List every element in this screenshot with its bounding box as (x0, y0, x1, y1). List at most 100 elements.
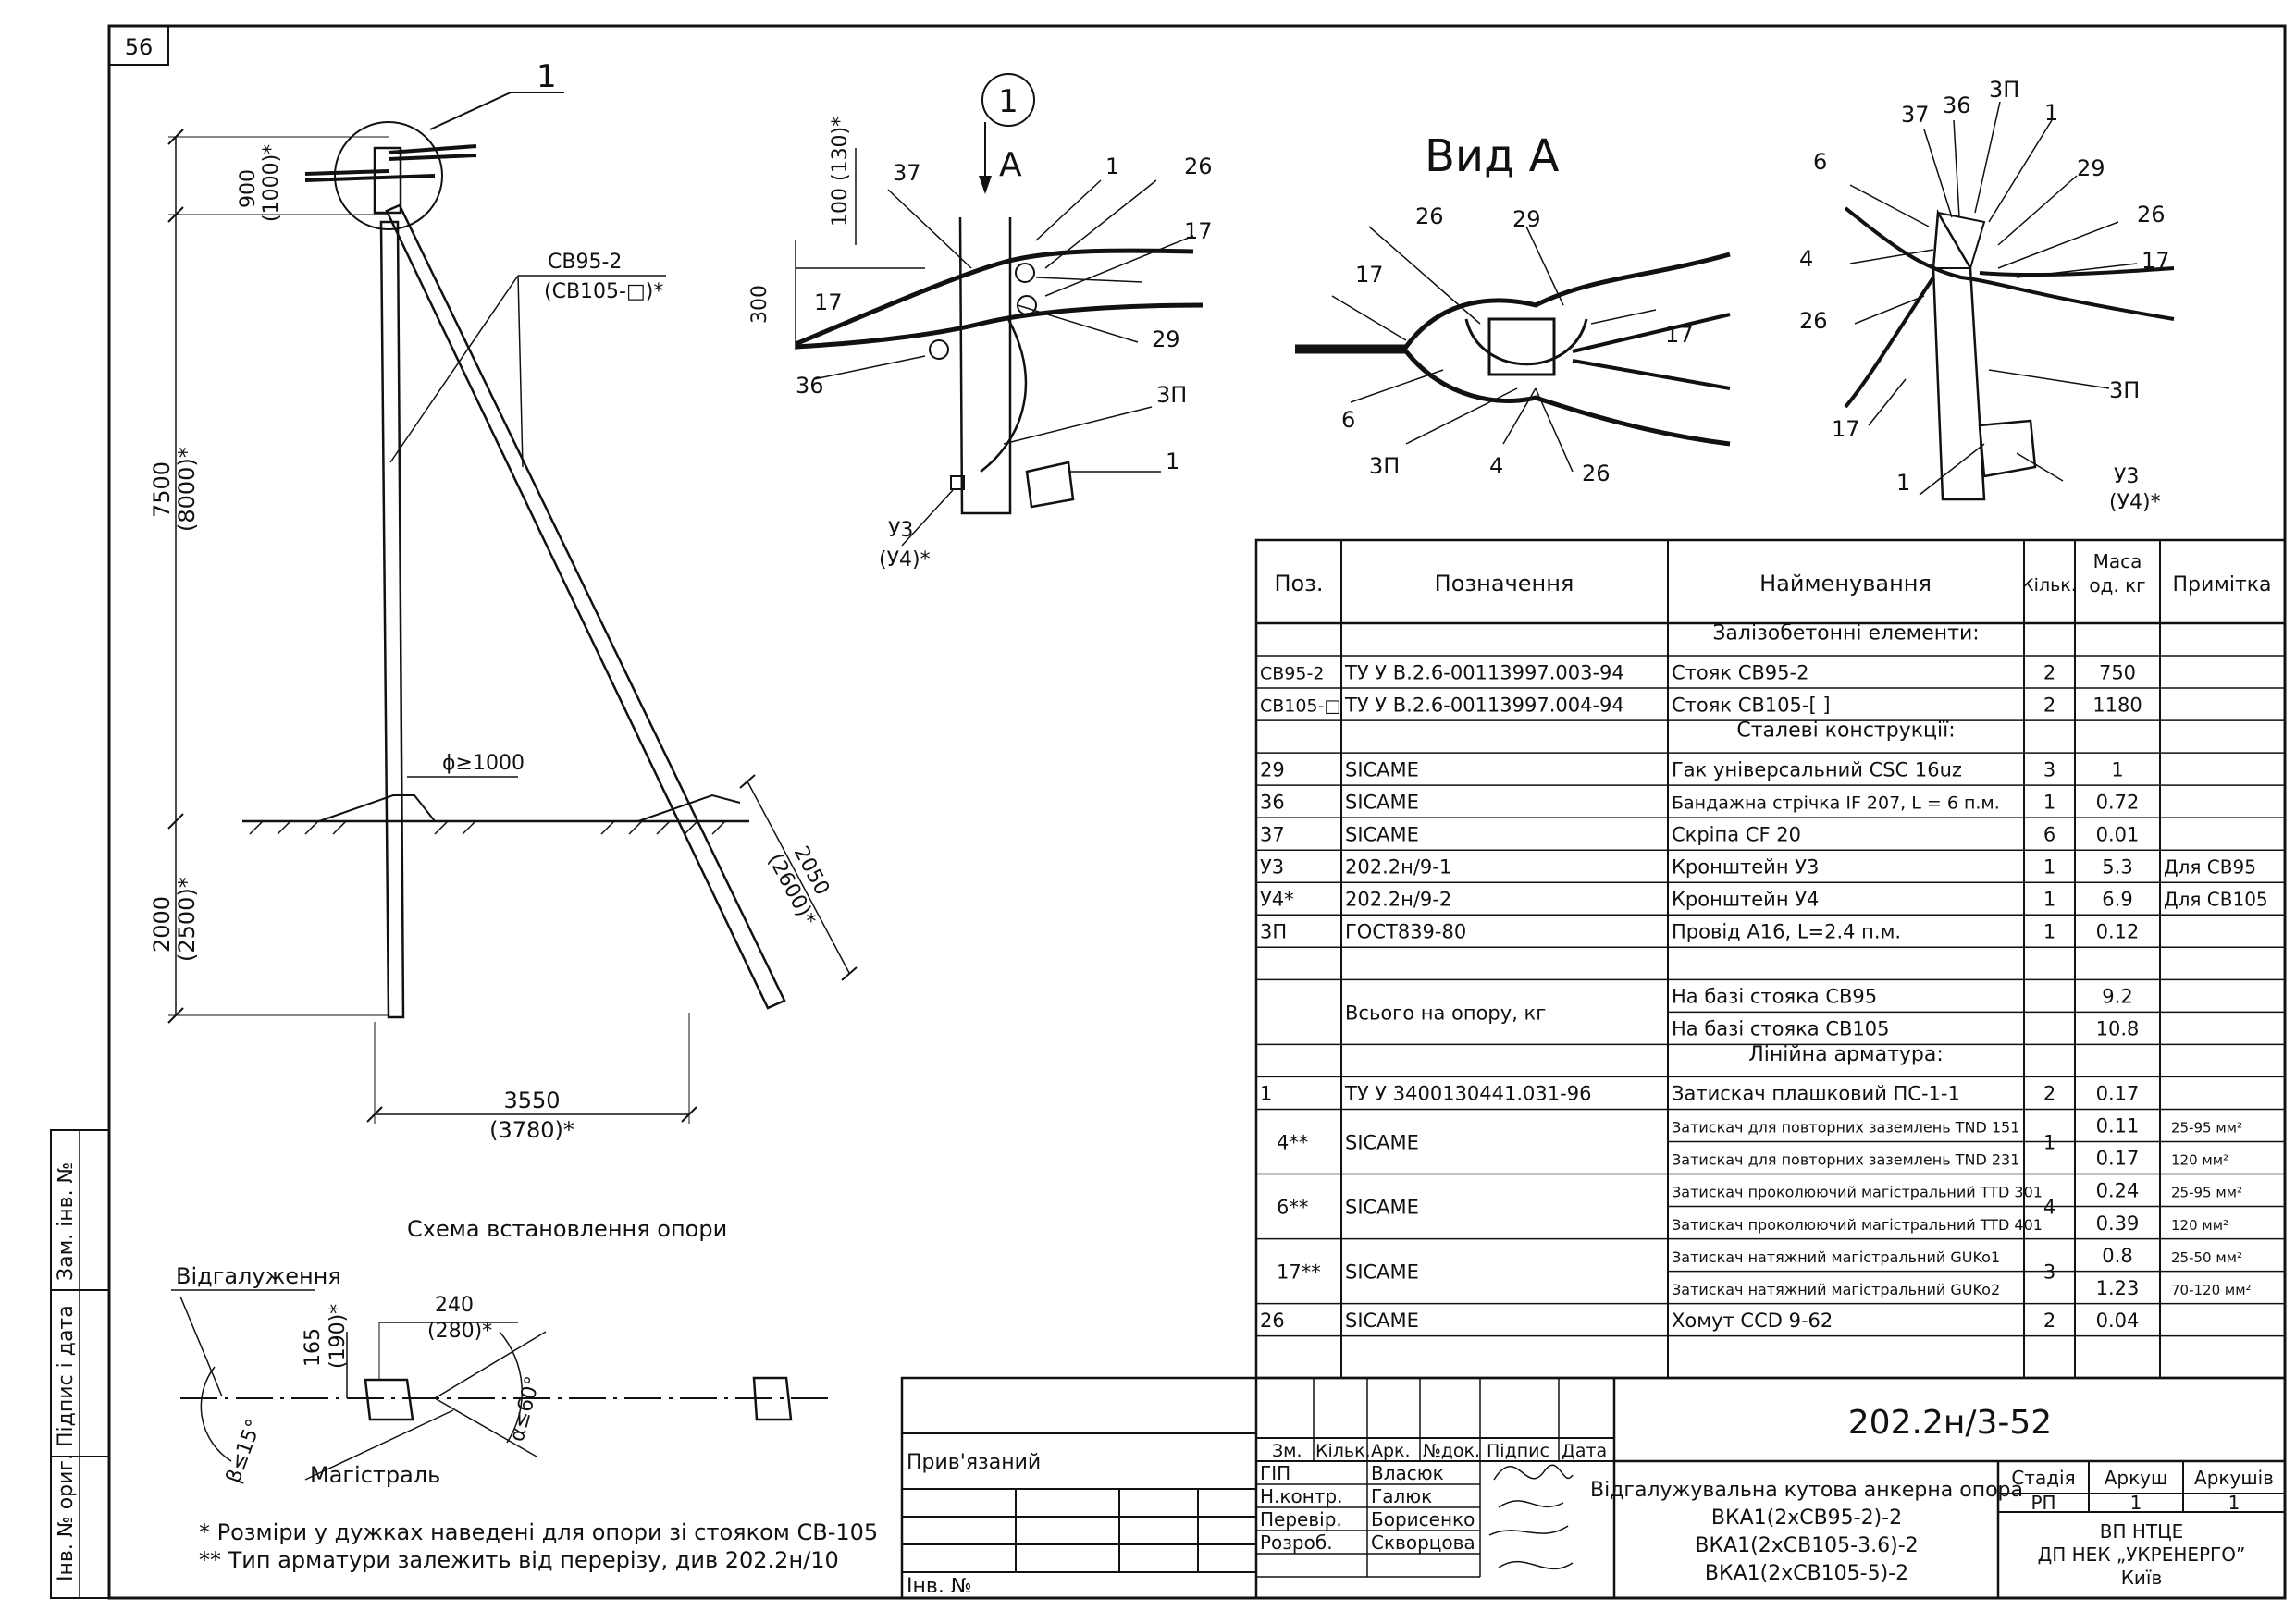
spec-group-0-note-1: 120 мм² (2171, 1152, 2228, 1169)
spec-row-8-qty: 1 (2043, 888, 2055, 910)
spec-row-9-name: Провід А16, L=2.4 п.м. (1672, 920, 1901, 942)
spec-group-2-note-1: 70-120 мм² (2171, 1282, 2252, 1298)
spec-row-last-name: Хомут CCD 9-62 (1672, 1309, 1833, 1332)
spec-row-7-name: Кронштейн У3 (1672, 855, 1819, 878)
spec-header-pos: Поз. (1274, 571, 1323, 596)
spec-group-1-note-0: 25-95 мм² (2171, 1185, 2242, 1201)
sheet-title-1: ВКА1(2хСВ95-2)-2 (1711, 1506, 1902, 1530)
sign-role-2: Перевір. (1260, 1508, 1342, 1531)
iso-label-4: 4 (1799, 246, 1813, 272)
dim-base-b: (3780)* (489, 1117, 574, 1143)
scheme-alpha: α≤60° (506, 1374, 546, 1445)
spec-row-2-mass: 1180 (2092, 694, 2142, 716)
spec-row-last-designation: SICAME (1345, 1309, 1419, 1332)
spec-group-2-item-0: Затискач натяжний магістральний GUKo1 (1672, 1248, 2000, 1266)
iso-pole (1932, 208, 1986, 501)
iso-label-36: 36 (1943, 92, 1971, 118)
iso-label-1b: 1 (1896, 470, 1910, 496)
spec-group-2-mass-0: 0.8 (2102, 1245, 2132, 1267)
iso-label-u3: У3 (2114, 465, 2139, 488)
spec-row-1-qty: 2 (2043, 661, 2055, 683)
spec-row-2-pos: СВ105-□ (1260, 695, 1340, 716)
detail-callout-circle (981, 73, 1035, 127)
iso-label-3p: 3П (1989, 77, 2019, 103)
spec-line-row-0-mass: 0.17 (2096, 1083, 2140, 1105)
detail-callout-number: 1 (998, 83, 1018, 120)
iso-label-26b: 26 (1799, 308, 1828, 334)
spec-group-0-mass-1: 0.17 (2096, 1148, 2140, 1170)
sign-header-zm: Зм. (1272, 1441, 1302, 1461)
signature-scribbles (1488, 1464, 1574, 1570)
stage-header-2: Аркушів (2194, 1467, 2274, 1489)
dim-base-a: 3550 (503, 1088, 560, 1113)
spec-group-0-item-0: Затискач для повторних заземлень TND 151 (1672, 1119, 2019, 1137)
view-a-wire-top (1295, 252, 1731, 350)
spec-row-4-designation: SICAME (1345, 758, 1419, 781)
detail-pole (958, 216, 1012, 515)
view-a-label-26b: 26 (1582, 461, 1611, 486)
sign-name-2: Борисенко (1371, 1508, 1475, 1531)
title-prybyazany: Прив'язаний (907, 1451, 1041, 1474)
spec-group-0-designation: SICAME (1345, 1131, 1419, 1153)
spec-line-row-0-qty: 2 (2043, 1083, 2055, 1105)
spec-group-2-designation: SICAME (1345, 1261, 1419, 1284)
foundation-mound (318, 794, 436, 822)
title-inv-no: Інв. № (907, 1575, 972, 1598)
stage-header-0: Стадія (2011, 1467, 2075, 1489)
view-a-wire-bottom (1295, 349, 1731, 447)
stage-value-1: 1 (2130, 1492, 2142, 1514)
spec-group-1-item-1: Затискач проколюючий магістральний TTD 4… (1672, 1216, 2043, 1234)
spec-row-6-mass: 0.01 (2096, 823, 2140, 845)
sheet-code: 202.2н/3-52 (1848, 1404, 2052, 1442)
sign-name-3: Скворцова (1371, 1531, 1475, 1554)
detail-circle (334, 121, 443, 230)
spec-group-2-mass-1: 1.23 (2096, 1277, 2140, 1299)
spec-row-5-pos: 36 (1260, 791, 1285, 813)
dim-low-b: (2500)* (174, 877, 200, 962)
wire-head (304, 144, 477, 182)
spec-group-0-mass-0: 0.11 (2096, 1115, 2140, 1137)
spec-row-8-name: Кронштейн У4 (1672, 888, 1819, 910)
spec-row-9-pos: 3П (1260, 920, 1287, 942)
spec-total-name-1: На базі стояка СВ105 (1672, 1018, 1889, 1040)
detail-label-17a: 17 (1184, 218, 1213, 244)
spec-total-mass-1: 10.8 (2096, 1018, 2140, 1040)
org-line-1: ДП НЕК „УКРЕНЕРГО” (2038, 1543, 2246, 1566)
view-a-clamp (1487, 317, 1556, 376)
spec-row-1-name: Стояк СВ95-2 (1672, 661, 1808, 683)
sheet-title-0: Відгалужувальна кутова анкерна опора (1590, 1479, 2023, 1502)
spec-group-1-item-0: Затискач проколюючий магістральний TTD 3… (1672, 1184, 2043, 1201)
spec-row-7-mass: 5.3 (2102, 855, 2132, 878)
label-pole-cv95: СВ95-2 (548, 251, 622, 274)
spec-row-1-pos: СВ95-2 (1260, 663, 1324, 683)
spec-row-2-qty: 2 (2043, 694, 2055, 716)
spec-total-mass-0: 9.2 (2102, 986, 2132, 1008)
detail-wire-2 (795, 248, 1194, 347)
spec-group-2-qty: 3 (2043, 1261, 2055, 1284)
org-line-0: ВП НТЦЕ (2100, 1520, 2184, 1543)
spec-row-8-mass: 6.9 (2102, 888, 2132, 910)
iso-label-29: 29 (2077, 155, 2105, 181)
sign-header-pidpys: Підпис (1487, 1441, 1549, 1461)
iso-label-17b: 17 (1832, 416, 1860, 442)
detail-wire-1 (795, 302, 1204, 350)
detail-label-29: 29 (1152, 326, 1180, 352)
iso-label-3p-b: 3П (2109, 377, 2140, 403)
spec-total-label: Всього на опору, кг (1345, 1002, 1546, 1024)
spec-section-3: Сталеві конструкції: (1736, 719, 1955, 743)
detail-bracket (1025, 461, 1075, 509)
spec-row-last-mass: 0.04 (2096, 1309, 2140, 1332)
side-stamp-sign-date: Підпис і дата (55, 1305, 78, 1447)
spec-row-last-qty: 2 (2043, 1309, 2055, 1332)
detail-label-1: 1 (1105, 154, 1119, 179)
spec-row-7-pos: У3 (1260, 855, 1284, 878)
detail-dim-a: 100 (130)* (829, 117, 852, 227)
spec-row-2-designation: ТУ У В.2.6-00113997.004-94 (1344, 694, 1624, 716)
spec-group-1-note-1: 120 мм² (2171, 1217, 2228, 1234)
spec-group-2-pos: 17** (1277, 1261, 1321, 1284)
view-arrow-letter: А (999, 146, 1022, 184)
scheme-beta: β≤15° (222, 1416, 266, 1486)
side-stamp-zam-inv: Зам. інв. № (55, 1162, 78, 1282)
dim-top-a: 900 (237, 169, 260, 208)
spec-row-9-mass: 0.12 (2096, 920, 2140, 942)
